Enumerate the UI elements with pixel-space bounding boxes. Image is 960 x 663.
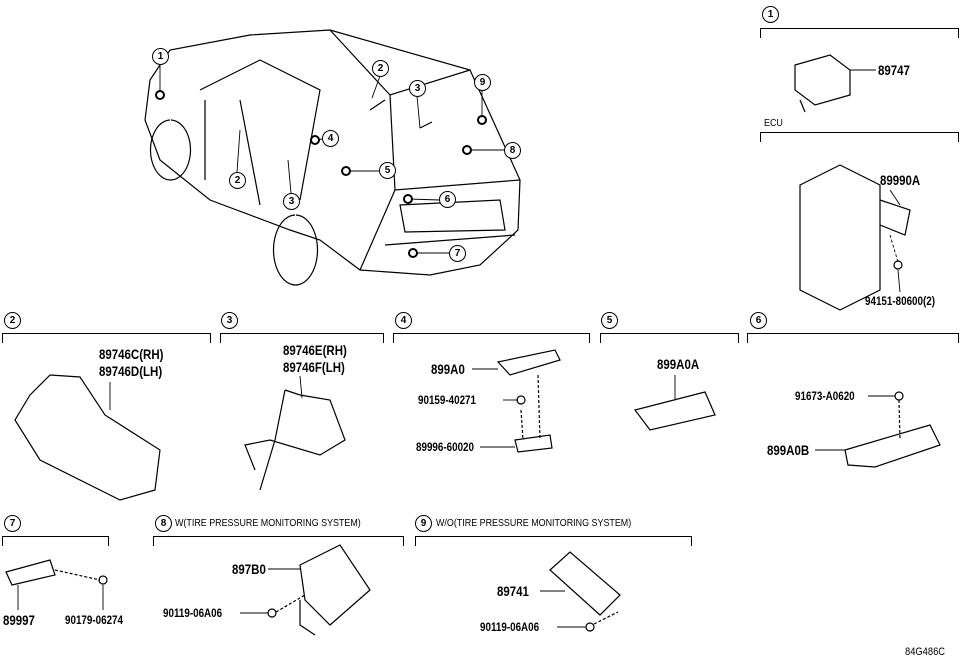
part-number-90119-06a06[interactable]: 90119-06A06 [480,620,540,634]
callout-4: 4 [322,130,339,147]
callout-7: 7 [449,245,466,262]
part-number-897b0[interactable]: 897B0 [232,561,266,577]
section-6-number: 6 [750,312,767,329]
part-number-89746f[interactable]: 89746F(LH) [283,359,345,375]
callout-8: 8 [504,142,521,159]
part-number-89747[interactable]: 89747 [878,62,910,78]
callout-5: 5 [379,162,396,179]
part-number-89996-60020[interactable]: 89996-60020 [416,440,475,454]
section-3-number: 3 [221,312,238,329]
callout-3: 3 [409,80,426,97]
part-89746e [244,389,346,491]
ecu-bracket [760,132,959,142]
section-3-bracket [220,333,384,343]
section-7-number: 7 [4,515,21,532]
vehicle-illustration [144,29,521,286]
part-number-899a0a[interactable]: 899A0A [657,356,700,372]
section-8-number: 8 [155,515,172,532]
section-5-number: 5 [601,312,618,329]
part-number-89990a[interactable]: 89990A [880,172,921,188]
callout-3: 3 [283,193,300,210]
part-89746c [14,374,161,501]
part-number-899a0[interactable]: 899A0 [431,361,465,377]
section-9-title: W/O(TIRE PRESSURE MONITORING SYSTEM) [436,517,632,529]
part-number-89746e[interactable]: 89746E(RH) [283,342,347,358]
part-number-94151-80600[interactable]: 94151-80600(2) [865,294,936,308]
part-number-90179-06274[interactable]: 90179-06274 [65,613,124,627]
section-9-number: 9 [415,515,432,532]
section-4-number: 4 [395,312,412,329]
callout-2: 2 [229,172,246,189]
part-number-89741[interactable]: 89741 [497,583,529,599]
callout-9: 9 [474,74,491,91]
callout-2: 2 [372,60,389,77]
section-5-bracket [600,333,739,343]
part-number-90119-06a06[interactable]: 90119-06A06 [163,606,223,620]
section-2-number: 2 [4,312,21,329]
section-7-bracket [2,536,109,546]
part-89997 [5,559,56,586]
section-8-title: W(TIRE PRESSURE MONITORING SYSTEM) [175,517,361,529]
part-number-90159-40271[interactable]: 90159-40271 [418,393,477,407]
section-1-bracket [760,28,959,38]
section-8-bracket [153,536,404,546]
part-89741 [549,551,621,616]
callout-6: 6 [439,191,456,208]
section-6-bracket [747,333,959,343]
section-4-bracket [393,333,590,343]
section-2-bracket [2,333,211,343]
callout-1: 1 [152,48,169,65]
section-1-number: 1 [762,6,779,23]
diagram-code: 84G486C [905,646,946,658]
part-number-89997[interactable]: 89997 [3,612,35,628]
part-89990a [799,164,911,311]
part-899a0b [844,424,941,468]
part-number-899a0b[interactable]: 899A0B [767,442,810,458]
part-899a0 [496,349,561,376]
part-number-89746c[interactable]: 89746C(RH) [99,346,164,362]
part-89747 [794,54,851,113]
section-9-bracket [415,536,692,546]
part-897b0 [299,544,371,636]
ecu-title: ECU [764,117,783,129]
part-number-89746d[interactable]: 89746D(LH) [99,363,163,379]
part-number-91673-a0620[interactable]: 91673-A0620 [795,389,855,403]
part-899a0a [633,391,716,431]
